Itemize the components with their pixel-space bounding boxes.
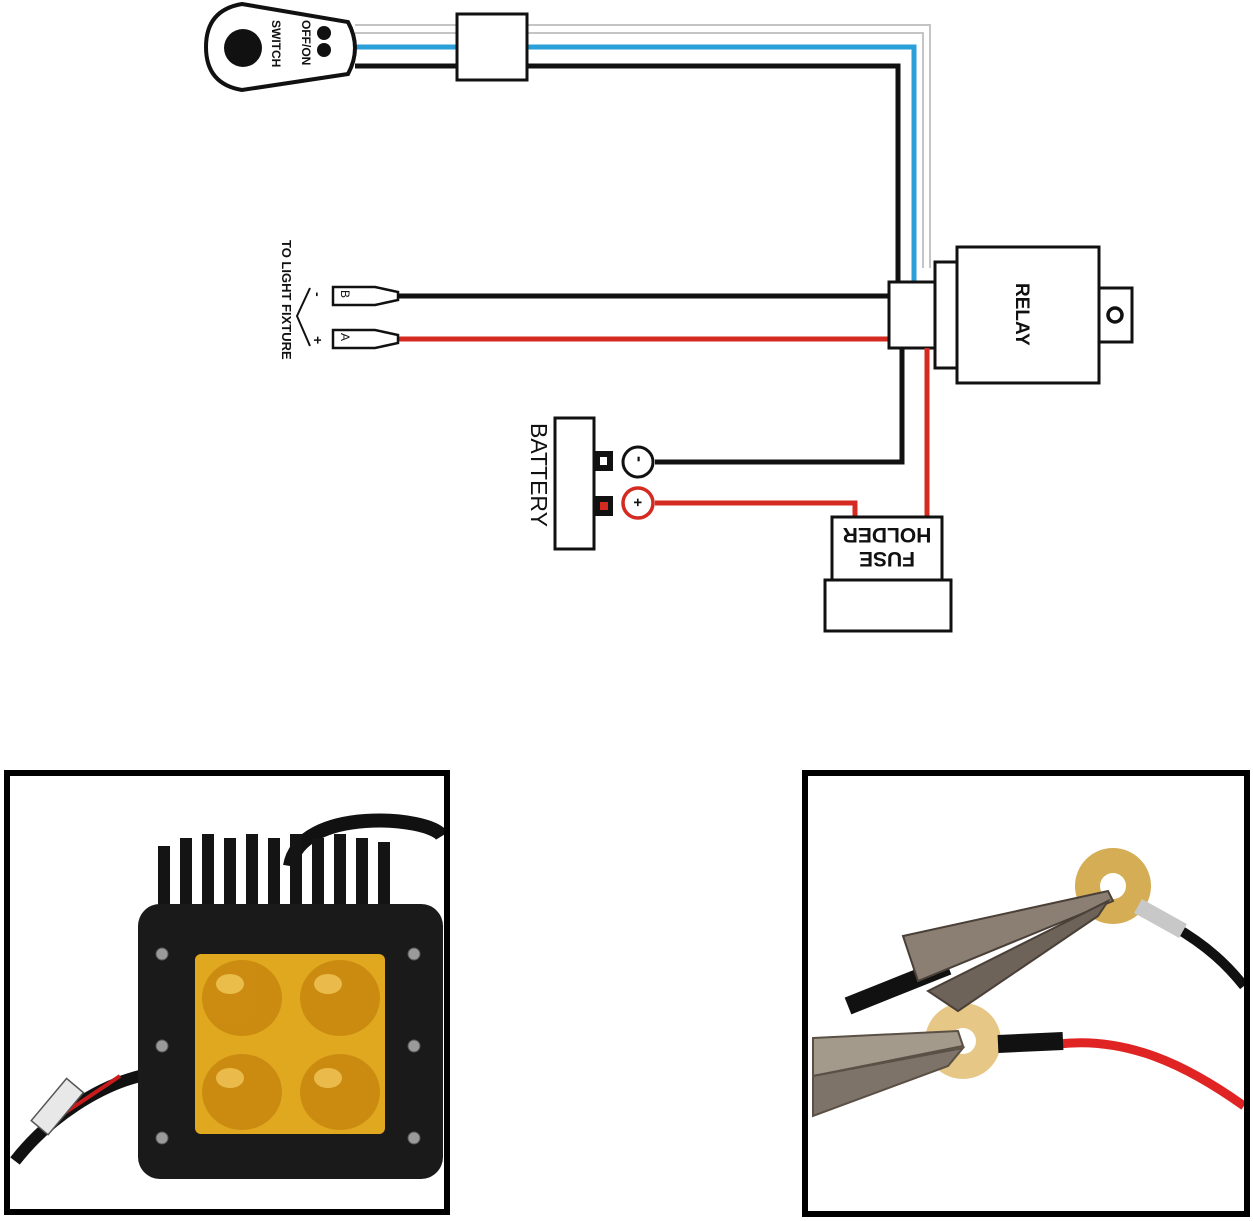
terminal-b xyxy=(331,285,400,307)
relay-body xyxy=(955,245,1101,385)
battery-positive-terminal xyxy=(621,486,655,520)
battery-negative-terminal xyxy=(621,445,655,479)
terminal-a xyxy=(331,328,400,350)
terminal-b-label: B xyxy=(338,290,352,298)
battery-label: BATTERY xyxy=(526,423,552,527)
fixture-negative-sign: - xyxy=(310,292,326,297)
battery: - + BATTERY xyxy=(526,416,655,551)
alligator-clip-top xyxy=(901,889,1115,1013)
relay: RELAY xyxy=(887,245,1134,385)
battery-wires xyxy=(655,348,930,517)
led-pod-light-illustration xyxy=(10,813,444,1179)
switch-wire-connector xyxy=(455,12,529,82)
switch-label-bottom: SWITCH xyxy=(269,20,283,67)
black-wire-battery xyxy=(655,348,905,465)
blue-wire xyxy=(355,44,917,282)
white-wire-inner xyxy=(355,32,924,268)
housing-screws xyxy=(155,947,421,1145)
switch-label-top: OFF/ON xyxy=(299,20,313,65)
battery-body xyxy=(553,416,596,551)
relay-label: RELAY xyxy=(1011,283,1032,346)
fuse-holder: FUSE HOLDER xyxy=(823,515,953,633)
battery-positive-post-inner xyxy=(600,502,608,510)
terminal-a-label: A xyxy=(338,333,352,341)
battery-negative-post-inner xyxy=(600,457,607,465)
wire-connector xyxy=(30,1077,85,1136)
fuse-label-line1: FUSE xyxy=(859,547,915,570)
switch-button-icon xyxy=(224,29,262,67)
black-wire-switch xyxy=(355,63,901,282)
switch-wires xyxy=(355,24,931,282)
lens-highlights xyxy=(216,974,342,1088)
fuse-holder-bottom xyxy=(823,578,953,633)
battery-negative-sign: - xyxy=(630,456,650,462)
fixture-bracket xyxy=(295,287,311,347)
switch-indicator-icon xyxy=(317,26,331,40)
black-clip-wire xyxy=(1170,921,1244,990)
photo-led-pod-light xyxy=(4,770,450,1215)
alligator-clip-bottom xyxy=(812,1029,966,1118)
fuse-label-line2: HOLDER xyxy=(843,523,932,546)
relay-terminal-block xyxy=(887,280,937,350)
switch: OFF/ON SWITCH xyxy=(203,1,357,93)
white-wire-outer xyxy=(355,24,931,268)
fixture-label: TO LIGHT FIXTURE xyxy=(279,240,294,360)
switch-body xyxy=(203,1,357,93)
red-wire-battery xyxy=(655,500,858,517)
fuse-holder-top xyxy=(830,515,944,582)
photo-alligator-clips xyxy=(802,770,1250,1217)
alligator-clips-illustration xyxy=(812,848,1244,1118)
battery-positive-sign: + xyxy=(629,498,646,507)
relay-connector xyxy=(933,260,959,370)
relay-mount-hole-icon xyxy=(1106,306,1124,324)
light-fixture-wires: B A - + TO LIGHT FIXTURE xyxy=(279,240,890,360)
heat-sink-fins xyxy=(158,834,390,916)
switch-indicator-icon-2 xyxy=(317,43,331,57)
fixture-positive-sign: + xyxy=(310,336,326,344)
red-clip-wire xyxy=(1057,1038,1244,1110)
